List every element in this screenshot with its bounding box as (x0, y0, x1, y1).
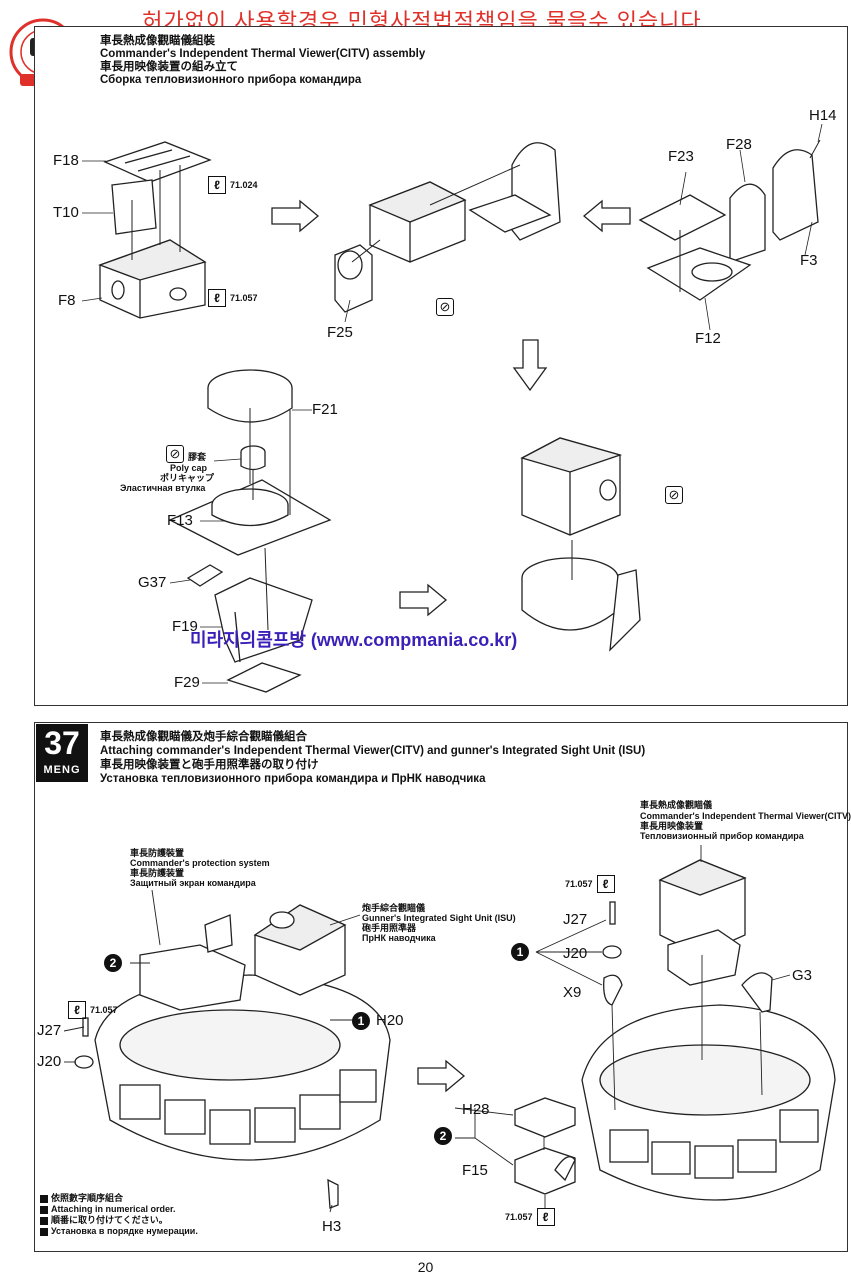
polycap-en: Poly cap (170, 463, 208, 473)
part-label-F8: F8 (58, 292, 76, 309)
part-label-J20: J20 (37, 1053, 62, 1070)
polycap-ru: Эластичная втулка (120, 483, 206, 493)
order-badge-1: 1 (511, 943, 529, 961)
glue-marker-71057: ℓ 71.057 (505, 1208, 555, 1226)
no-cement-icon: ⊘ (665, 486, 683, 504)
legend-jp: 順番に取り付けてください。 (51, 1215, 168, 1225)
order-badge-2: 2 (434, 1127, 452, 1145)
no-cement-icon: ⊘ (166, 445, 184, 463)
part-label-T10: T10 (53, 204, 79, 221)
part-label-F15: F15 (462, 1162, 488, 1179)
citv-label-jp: 車長用映像装置 (640, 821, 704, 831)
isu-label-en: Gunner's Integrated Sight Unit (ISU) (362, 913, 516, 923)
part-label-G3: G3 (792, 967, 813, 984)
citv-label-cn: 車長熱成像觀瞄儀 (640, 800, 713, 810)
step-37-title-ru: Установка тепловизионного прибора команд… (100, 773, 486, 785)
citv-label-ru: Тепловизионный прибор командира (640, 831, 804, 841)
glue-marker-71024: ℓ 71.024 (208, 176, 258, 194)
glue-brush-icon: ℓ (596, 875, 615, 893)
glue-brush-icon: ℓ (208, 289, 226, 307)
legend-marker-icon (40, 1216, 48, 1225)
part-label-J20: J20 (563, 945, 588, 962)
part-label-F21: F21 (312, 401, 338, 418)
no-cement-icon: ⊘ (436, 298, 454, 316)
glue-brush-icon: ℓ (536, 1208, 555, 1226)
step-number: 37 (44, 725, 80, 761)
step-36-title-jp: 車長用映像装置の組み立て (100, 61, 238, 73)
part-label-F13: F13 (167, 512, 193, 529)
glue-brush-icon: ℓ (68, 1001, 86, 1019)
glue-brush-icon: ℓ (208, 176, 226, 194)
part-label-X9: X9 (563, 984, 582, 1001)
glue-code: 71.057 (230, 293, 258, 303)
order-badge-2: 2 (104, 954, 122, 972)
part-label-F12: F12 (695, 330, 721, 347)
step-number-badge: 37 MENG (36, 724, 88, 782)
part-label-F25: F25 (327, 324, 353, 341)
legend-en: Attaching in numerical order. (51, 1204, 176, 1214)
part-label-F23: F23 (668, 148, 694, 165)
part-label-H3: H3 (322, 1218, 342, 1235)
isu-label-ru: ПрНК наводчика (362, 933, 436, 943)
step-37-title-jp: 車長用映像装置と砲手用照準器の取り付け (100, 759, 319, 771)
glue-marker-71057: ℓ 71.057 (68, 1001, 118, 1019)
step-37-title-cn: 車長熱成像觀瞄儀及炮手綜合觀瞄儀組合 (100, 731, 307, 743)
step-36-title-ru: Сборка тепловизионного прибора командира (100, 74, 362, 86)
part-label-F29: F29 (174, 674, 200, 691)
part-label-J27: J27 (37, 1022, 62, 1039)
legend-cn: 依照數字順序組合 (51, 1193, 124, 1203)
isu-label-jp: 砲手用照準器 (362, 923, 417, 933)
step-36-panel (34, 26, 848, 706)
protection-label-ru: Защитный экран командира (130, 878, 256, 888)
legend-marker-icon (40, 1227, 48, 1236)
part-label-H14: H14 (809, 107, 837, 124)
protection-label-en: Commander's protection system (130, 858, 270, 868)
step-36-title-en: Commander's Independent Thermal Viewer(C… (100, 48, 426, 60)
isu-label-cn: 炮手綜合觀瞄儀 (362, 903, 426, 913)
polycap-jp: ポリキャップ (160, 473, 215, 483)
legend-marker-icon (40, 1194, 48, 1203)
protection-label-jp: 車長防護装置 (130, 868, 185, 878)
glue-marker-71057: ℓ 71.057 (565, 875, 615, 893)
glue-code: 71.057 (505, 1212, 533, 1222)
glue-code: 71.057 (565, 879, 593, 889)
glue-marker-71057: ℓ 71.057 (208, 289, 258, 307)
part-label-H20: H20 (376, 1012, 404, 1029)
part-label-F3: F3 (800, 252, 818, 269)
legend-marker-icon (40, 1205, 48, 1214)
part-label-F28: F28 (726, 136, 752, 153)
glue-code: 71.057 (90, 1005, 118, 1015)
page-number: 20 (417, 1259, 434, 1275)
part-label-J27: J27 (563, 911, 588, 928)
protection-label-cn: 車長防護裝置 (130, 848, 185, 858)
glue-code: 71.024 (230, 180, 258, 190)
part-label-F19: F19 (172, 618, 198, 635)
citv-label-en: Commander's Independent Thermal Viewer(C… (640, 811, 851, 821)
part-label-G37: G37 (138, 574, 167, 591)
polycap-cn: 膠套 (188, 452, 207, 462)
brand-logo: MENG (43, 764, 81, 776)
part-label-H28: H28 (462, 1101, 490, 1118)
order-badge-1: 1 (352, 1012, 370, 1030)
part-label-F18: F18 (53, 152, 79, 169)
step-36-title-cn: 車長熱成像觀瞄儀組裝 (100, 35, 215, 47)
legend-ru: Установка в порядке нумерации. (51, 1226, 198, 1236)
numerical-order-legend: 依照數字順序組合 Attaching in numerical order. 順… (40, 1193, 198, 1237)
watermark-middle: 미라지의콤프방 (www.compmania.co.kr) (190, 630, 518, 650)
step-37-title-en: Attaching commander's Independent Therma… (100, 745, 646, 757)
